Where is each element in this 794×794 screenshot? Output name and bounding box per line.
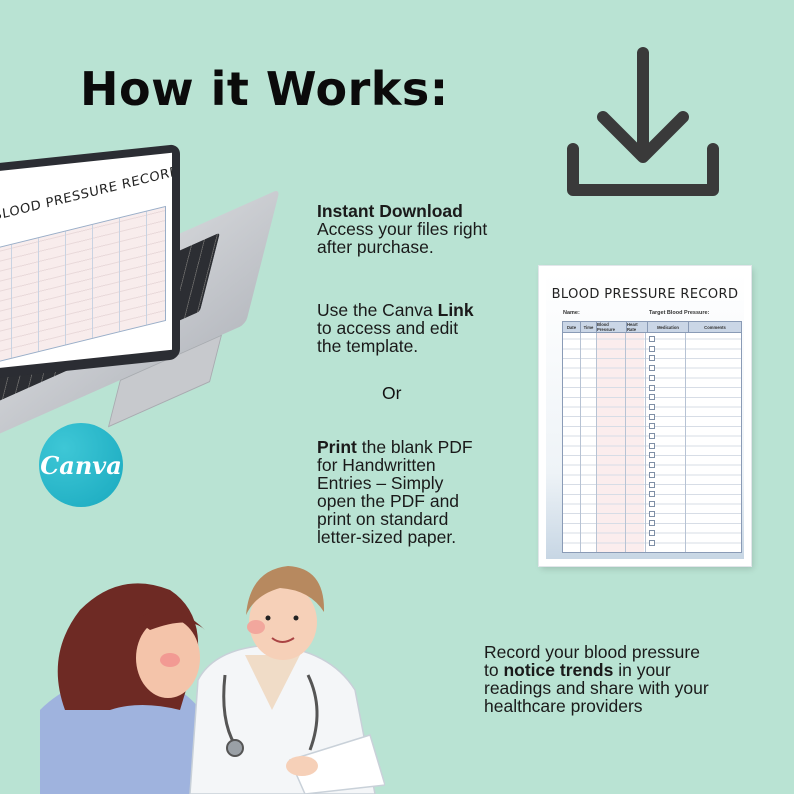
canva-link-line3: the template. (317, 336, 419, 356)
sheet-checkbox (649, 530, 655, 536)
canva-link-block: Use the Canva Link to access and edit th… (317, 301, 474, 355)
sheet-frame: BLOOD PRESSURE RECORD Name: Target Blood… (546, 273, 744, 559)
sheet-divider (625, 333, 626, 552)
canva-logo-text: Canva (40, 450, 122, 480)
sheet-checkbox (649, 403, 655, 410)
canva-link-line2: to access and edit (317, 318, 459, 338)
record-line4: healthcare providers (484, 696, 643, 716)
instant-download-line3: after purchase. (317, 237, 434, 257)
patient-hair-fringe (136, 609, 205, 630)
col-medication: Medication (648, 322, 689, 332)
sheet-title: BLOOD PRESSURE RECORD (551, 287, 739, 302)
sheet-checkbox (649, 433, 655, 439)
record-line3: readings and share with your (484, 678, 709, 698)
sheet-checkbox (649, 491, 655, 498)
patient-doctor-illustration (40, 566, 385, 794)
sheet-table-header: Date Time Blood Pressure Heart Rate Medi… (563, 322, 741, 333)
sheet-checkbox (649, 481, 655, 488)
print-line5: print on standard (317, 509, 449, 529)
sheet-checkbox (649, 442, 655, 449)
sheet-target-label: Target Blood Pressure: (649, 310, 710, 316)
canva-link-bold: Link (437, 300, 474, 320)
canva-logo: Canva (39, 423, 123, 507)
record-line2c: in your (613, 660, 671, 680)
print-line4: open the PDF and (317, 491, 460, 511)
doctor-face (249, 584, 317, 660)
sheet-checkbox (649, 384, 655, 391)
sheet-checkbox (649, 413, 655, 420)
sheet-checkbox (649, 510, 655, 517)
sheet-checkbox (649, 336, 655, 342)
download-icon (567, 47, 719, 196)
sheet-checkbox (649, 539, 655, 546)
sheet-checkbox (649, 345, 655, 352)
stethoscope-chestpiece (226, 739, 244, 757)
canva-link-text: Use the Canva (317, 300, 438, 320)
doctor-hair (246, 566, 325, 615)
sheet-divider (580, 333, 581, 552)
print-line2: for Handwritten (317, 455, 436, 475)
sheet-checkbox (649, 462, 655, 469)
col-blood-pressure: Blood Pressure (597, 322, 627, 332)
print-line6: letter-sized paper. (317, 527, 457, 547)
sheet-divider (596, 333, 597, 552)
page-title: How it Works: (80, 62, 449, 116)
or-separator: Or (382, 383, 402, 403)
doctor-smile (271, 637, 295, 643)
sheet-name-label: Name: (563, 310, 580, 316)
print-block: Print the blank PDF for Handwritten Entr… (317, 438, 473, 546)
print-line3: Entries – Simply (317, 473, 444, 493)
sheet-checkbox (649, 394, 655, 401)
record-line2a: to (484, 660, 504, 680)
doctor-cheek (247, 620, 265, 634)
print-line1: the blank PDF (356, 437, 473, 457)
laptop-screen-table (0, 205, 166, 366)
instant-download-block: Instant Download Access your files right… (317, 202, 487, 256)
doctor-shirt (245, 655, 300, 710)
record-block: Record your blood pressure to notice tre… (484, 643, 709, 715)
sheet-checkbox (649, 365, 655, 372)
stethoscope-tube (306, 674, 319, 751)
instant-download-heading: Instant Download (317, 201, 463, 221)
laptop-screen: BLOOD PRESSURE RECORD (0, 143, 180, 381)
col-comments: Comments (704, 324, 726, 330)
print-bold: Print (317, 437, 357, 457)
clipboard (288, 734, 385, 794)
sheet-checkbox (649, 452, 655, 459)
record-bold: notice trends (503, 660, 614, 680)
sheet-divider (645, 333, 646, 552)
sheet-checkbox (649, 520, 655, 527)
sheet-divider (685, 333, 686, 552)
col-heart-rate: Heart Rate (627, 322, 648, 332)
instant-download-line2: Access your files right (317, 219, 488, 239)
col-time: Time (581, 322, 597, 332)
sheet-checkbox (649, 423, 655, 430)
laptop-screen-content: BLOOD PRESSURE RECORD (0, 152, 172, 371)
sheet-checkbox (649, 355, 655, 362)
sheet-checkbox (649, 374, 655, 381)
doctor-eye (293, 615, 299, 621)
patient-cheek (160, 653, 180, 667)
record-line1: Record your blood pressure (484, 642, 700, 662)
sheet-table: Date Time Blood Pressure Heart Rate Medi… (562, 321, 742, 553)
col-date: Date (563, 322, 581, 332)
doctor-eye (265, 615, 271, 621)
doctor-hand (286, 756, 318, 776)
sheet-checkbox (649, 500, 655, 507)
record-sheet-preview: BLOOD PRESSURE RECORD Name: Target Blood… (539, 266, 751, 566)
sheet-checkbox (649, 471, 655, 478)
